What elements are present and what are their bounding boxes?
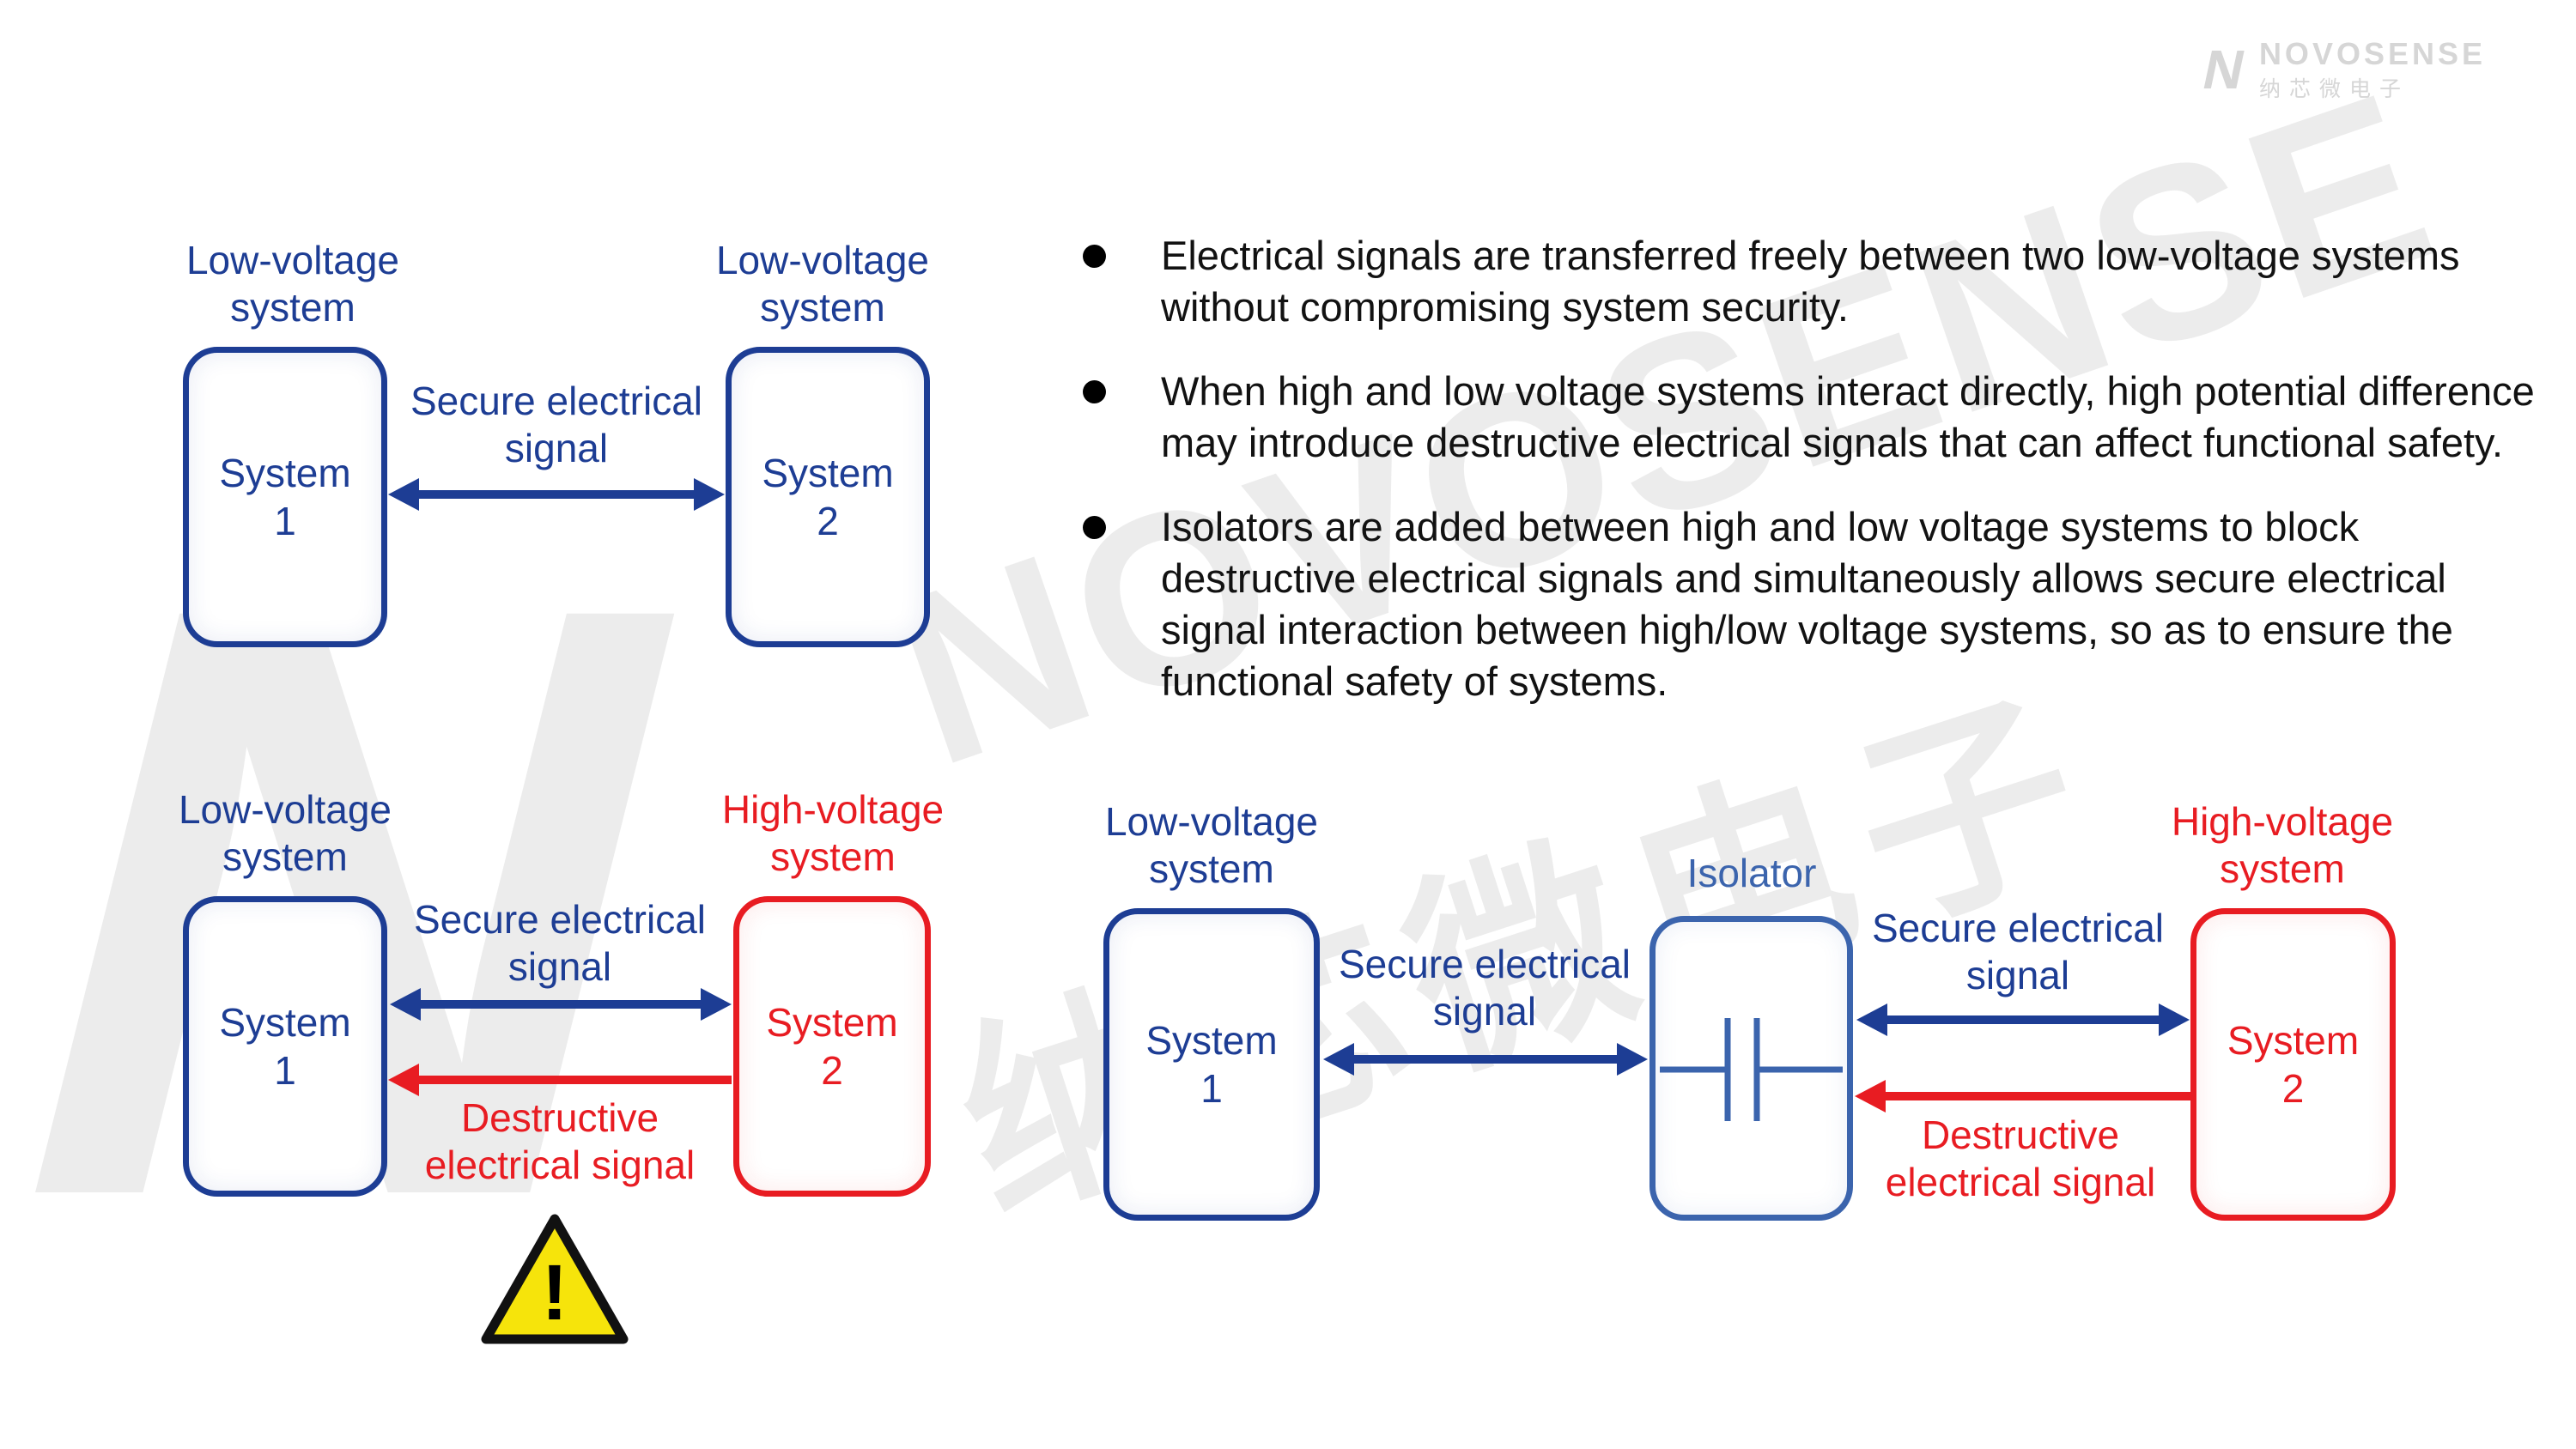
arrowhead-left-icon bbox=[1855, 1080, 1886, 1113]
arrow-shaft bbox=[419, 1076, 732, 1084]
logo-brand-name: NOVOSENSE bbox=[2258, 36, 2486, 71]
secure-signal-label-right: Secure electrical signal bbox=[1871, 906, 2165, 997]
high-voltage-label: High-voltage system bbox=[2171, 799, 2394, 891]
low-voltage-label: Low-voltage system bbox=[1104, 799, 1319, 891]
secure-signal-label-left: Secure electrical signal bbox=[1338, 942, 1631, 1034]
system-2-label: System 2 bbox=[762, 451, 894, 543]
bullet-list: Electrical signals are transferred freel… bbox=[1083, 230, 2543, 740]
arrow-shaft bbox=[1886, 1092, 2190, 1100]
secure-signal-label: Secure electrical signal bbox=[413, 897, 707, 989]
warning-exclamation: ! bbox=[541, 1249, 568, 1337]
system-1-label: System 1 bbox=[219, 1000, 351, 1093]
novosense-logo: N NOVOSENSE 纳芯微电子 bbox=[2197, 36, 2486, 103]
low-voltage-label: Low-voltage system bbox=[178, 787, 392, 879]
warning-triangle-icon: ! bbox=[477, 1209, 633, 1349]
secure-signal-arrow-left bbox=[1323, 1043, 1648, 1076]
system-1-label: System 1 bbox=[1145, 1018, 1278, 1111]
arrow-shaft bbox=[421, 1000, 701, 1009]
arrowhead-left-icon bbox=[1323, 1043, 1354, 1076]
bullet-marker-icon bbox=[1083, 245, 1106, 268]
arrowhead-left-icon bbox=[390, 988, 421, 1021]
secure-signal-arrow-right bbox=[1856, 1003, 2190, 1036]
bullet-marker-icon bbox=[1083, 516, 1106, 539]
low-voltage-label-left: Low-voltage system bbox=[185, 238, 400, 330]
system-2-label: System 2 bbox=[766, 1000, 898, 1093]
high-voltage-label: High-voltage system bbox=[721, 787, 945, 879]
isolator-label: Isolator bbox=[1686, 851, 1817, 895]
bullet-text-1: Electrical signals are transferred freel… bbox=[1161, 233, 2460, 330]
logo-brand-name-cn: 纳芯微电子 bbox=[2258, 77, 2409, 101]
isolator-box bbox=[1649, 916, 1853, 1221]
bullet-marker-icon bbox=[1083, 380, 1106, 403]
system-2-box: System 2 bbox=[2190, 908, 2396, 1221]
arrowhead-right-icon bbox=[694, 478, 725, 511]
destructive-signal-arrow bbox=[388, 1064, 732, 1096]
destructive-signal-arrow bbox=[1855, 1080, 2190, 1113]
arrow-shaft bbox=[1354, 1055, 1617, 1064]
arrowhead-right-icon bbox=[1617, 1043, 1648, 1076]
low-voltage-label-right: Low-voltage system bbox=[715, 238, 930, 330]
secure-signal-arrow bbox=[390, 988, 732, 1021]
capacitor-symbol-icon bbox=[1660, 1018, 1843, 1121]
novosense-logo-text: NOVOSENSE 纳芯微电子 bbox=[2259, 36, 2486, 103]
secure-signal-arrow bbox=[388, 478, 725, 511]
destructive-signal-label: Destructive electrical signal bbox=[1885, 1113, 2156, 1204]
arrow-shaft bbox=[419, 490, 694, 499]
arrowhead-right-icon bbox=[701, 988, 732, 1021]
arrowhead-right-icon bbox=[2159, 1003, 2190, 1036]
system-2-label: System 2 bbox=[2227, 1018, 2360, 1111]
system-1-box: System 1 bbox=[183, 347, 387, 647]
system-1-box: System 1 bbox=[183, 896, 387, 1197]
arrowhead-left-icon bbox=[1856, 1003, 1887, 1036]
bullet-item-1: Electrical signals are transferred freel… bbox=[1083, 230, 2543, 333]
bullet-text-2: When high and low voltage systems intera… bbox=[1161, 368, 2535, 465]
bullet-text-3: Isolators are added between high and low… bbox=[1161, 504, 2453, 704]
destructive-signal-label: Destructive electrical signal bbox=[424, 1095, 696, 1187]
arrowhead-left-icon bbox=[388, 478, 419, 511]
arrow-shaft bbox=[1887, 1016, 2159, 1024]
arrowhead-left-icon bbox=[388, 1064, 419, 1096]
secure-signal-label: Secure electrical signal bbox=[410, 379, 703, 470]
novosense-logo-icon: N bbox=[2197, 39, 2251, 100]
system-1-box: System 1 bbox=[1103, 908, 1320, 1221]
warning-triangle-shape bbox=[481, 1214, 629, 1344]
bullet-item-2: When high and low voltage systems intera… bbox=[1083, 366, 2543, 469]
system-2-box: System 2 bbox=[726, 347, 930, 647]
system-1-label: System 1 bbox=[219, 451, 351, 543]
system-2-box: System 2 bbox=[733, 896, 931, 1197]
bullet-item-3: Isolators are added between high and low… bbox=[1083, 501, 2543, 707]
